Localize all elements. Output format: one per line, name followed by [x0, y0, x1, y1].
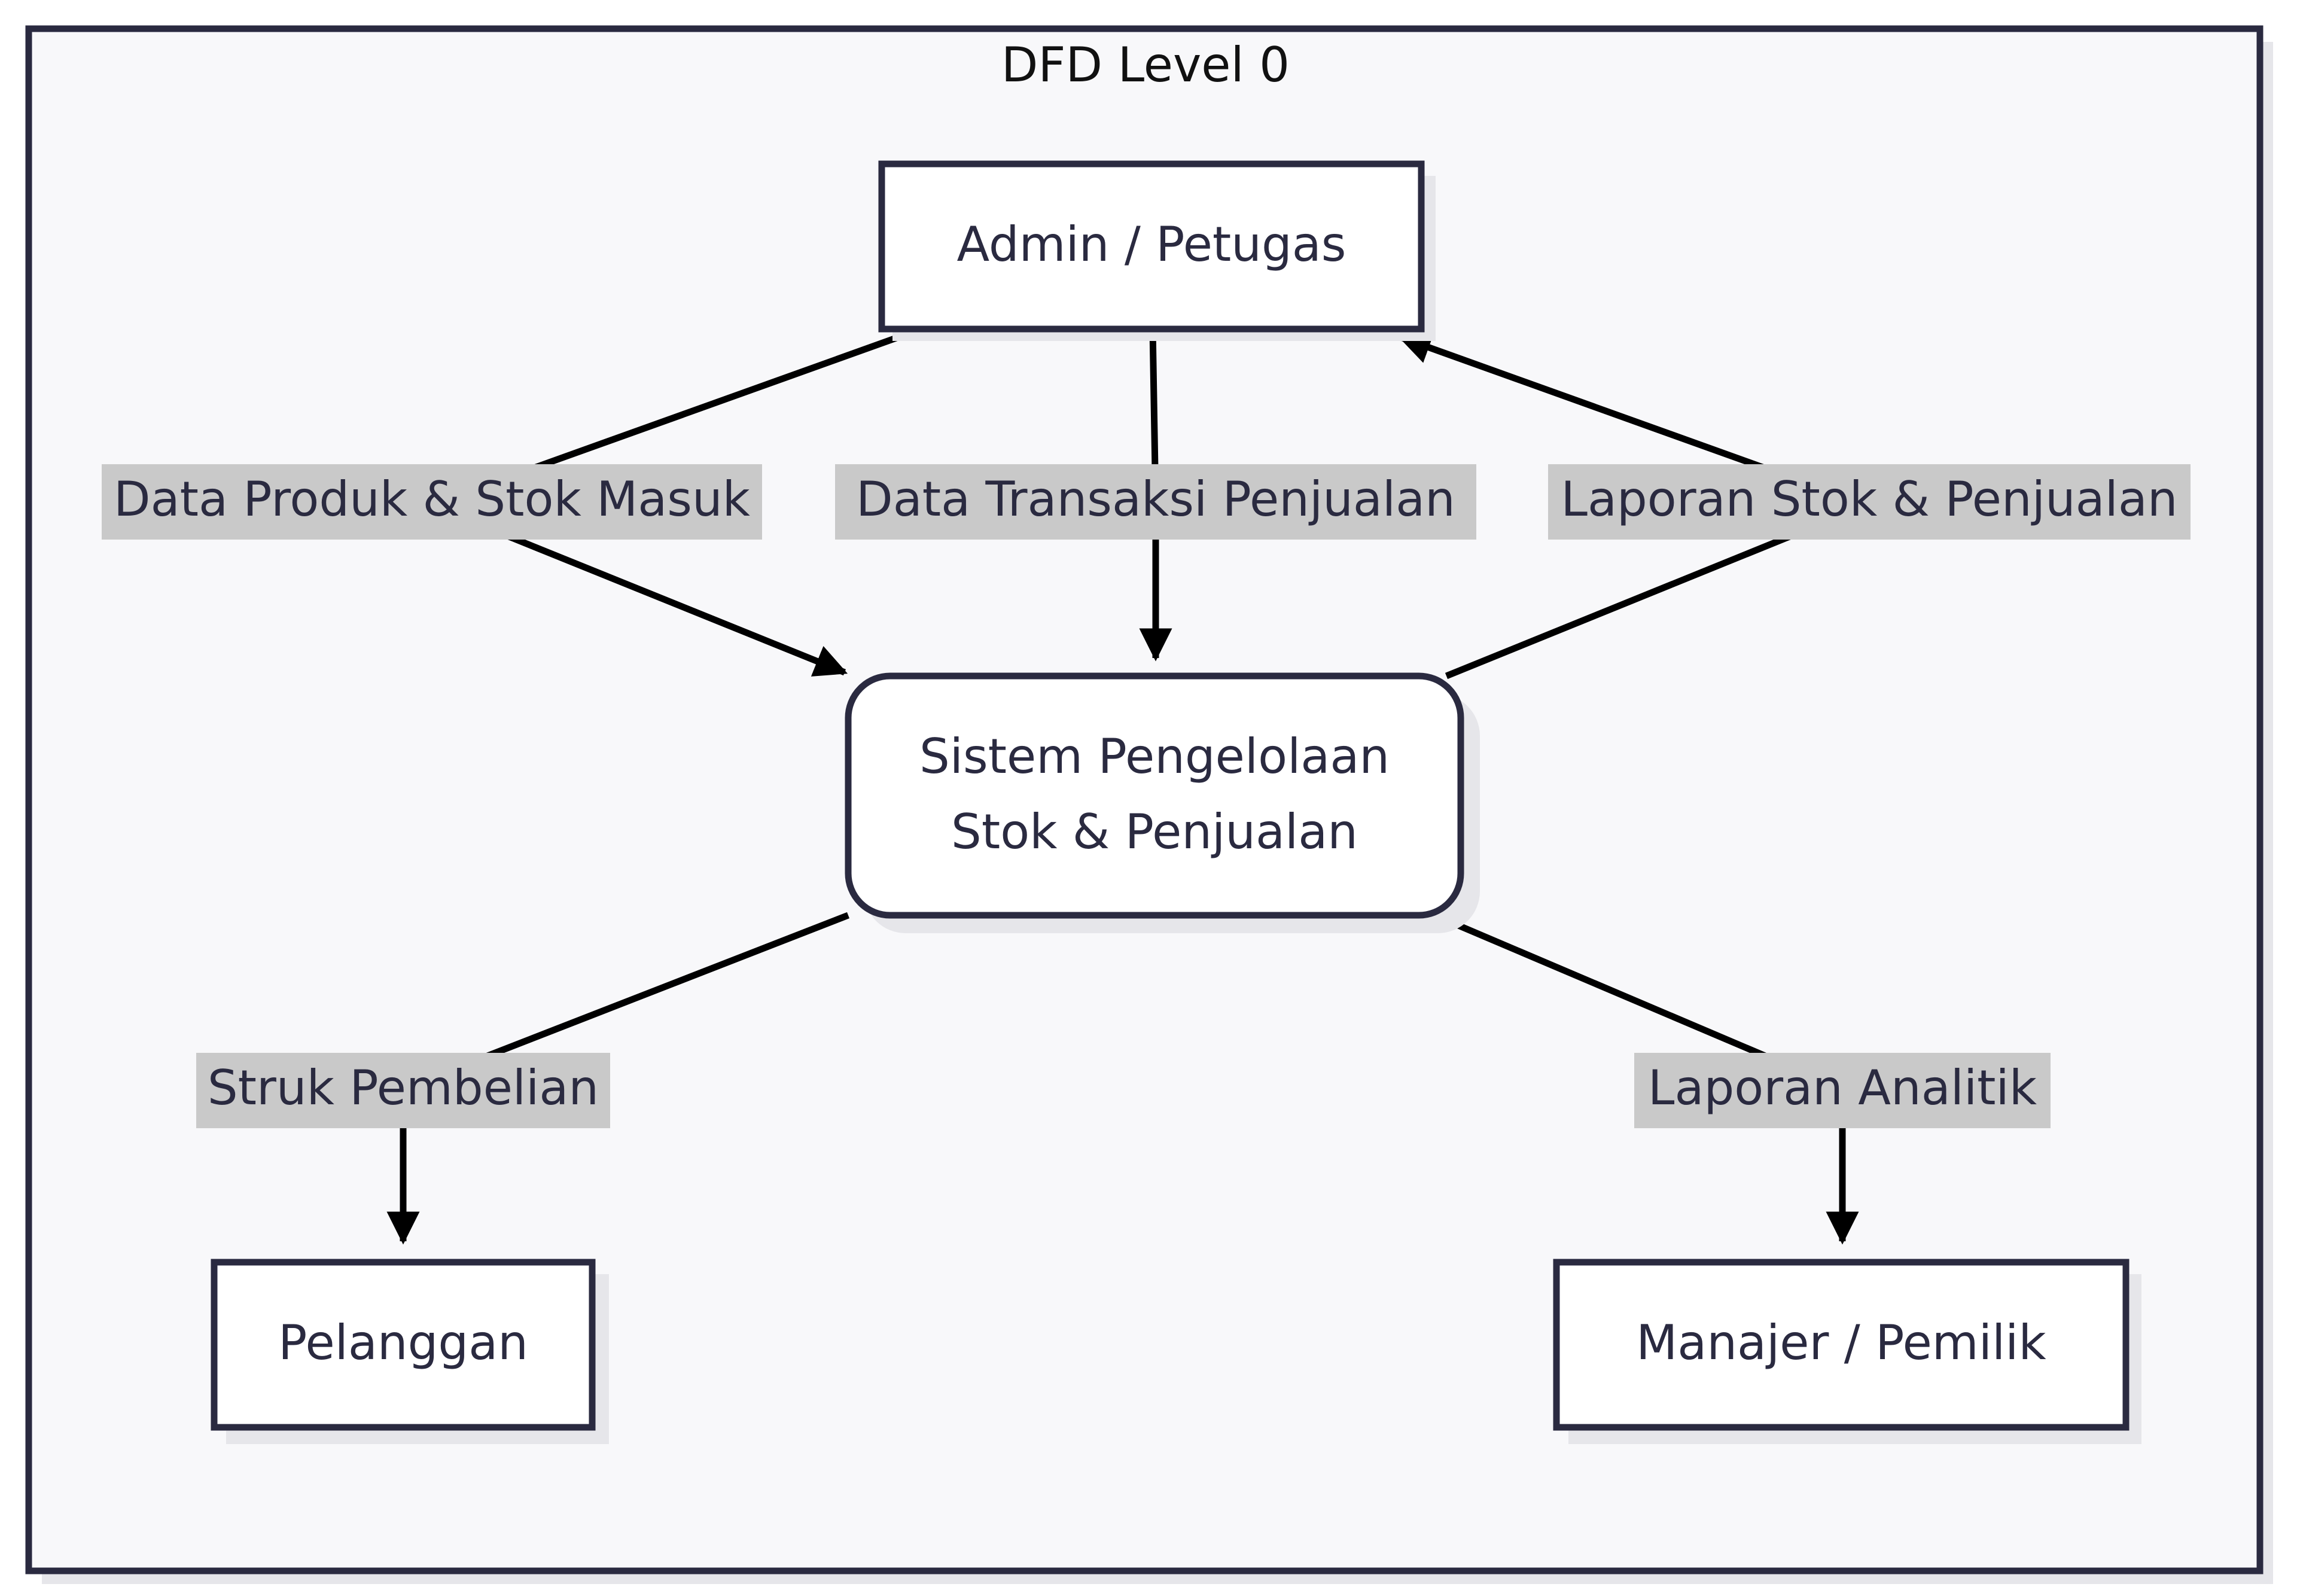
flow-label-laporan-stok: Laporan Stok & Penjualan [1548, 464, 2191, 540]
node-box [1553, 1259, 2130, 1431]
flow-label-struk: Struk Pembelian [196, 1053, 610, 1128]
flow-label-text: Data Produk & Stok Masuk [114, 471, 751, 527]
flow-label-data-transaksi: Data Transaksi Penjualan [835, 464, 1476, 540]
flow-label-laporan-analitik: Laporan Analitik [1634, 1053, 2051, 1128]
node-box [211, 1259, 596, 1431]
node-admin-petugas[interactable]: Admin / Petugas [878, 160, 1436, 341]
node-manajer-pemilik[interactable]: Manajer / Pemilik [1553, 1259, 2141, 1444]
flow-label-data-produk: Data Produk & Stok Masuk [102, 464, 762, 540]
node-pelanggan[interactable]: Pelanggan [211, 1259, 609, 1444]
flow-label-text: Laporan Stok & Penjualan [1561, 471, 2177, 527]
node-box [878, 160, 1425, 333]
node-sistem-pengelolaan[interactable]: Sistem Pengelolaan Stok & Penjualan [845, 672, 1480, 933]
diagram-title: DFD Level 0 [1001, 37, 1290, 93]
node-label: Manajer / Pemilik [1636, 1315, 2046, 1370]
node-label-line-1: Sistem Pengelolaan [919, 729, 1390, 784]
node-label: Pelanggan [278, 1315, 528, 1370]
node-label-line-2: Stok & Penjualan [951, 804, 1358, 860]
node-label: Admin / Petugas [957, 217, 1346, 272]
flow-label-text: Struk Pembelian [208, 1060, 599, 1116]
flow-label-text: Laporan Analitik [1648, 1060, 2037, 1116]
flow-label-text: Data Transaksi Penjualan [856, 471, 1455, 527]
node-box [845, 672, 1464, 919]
